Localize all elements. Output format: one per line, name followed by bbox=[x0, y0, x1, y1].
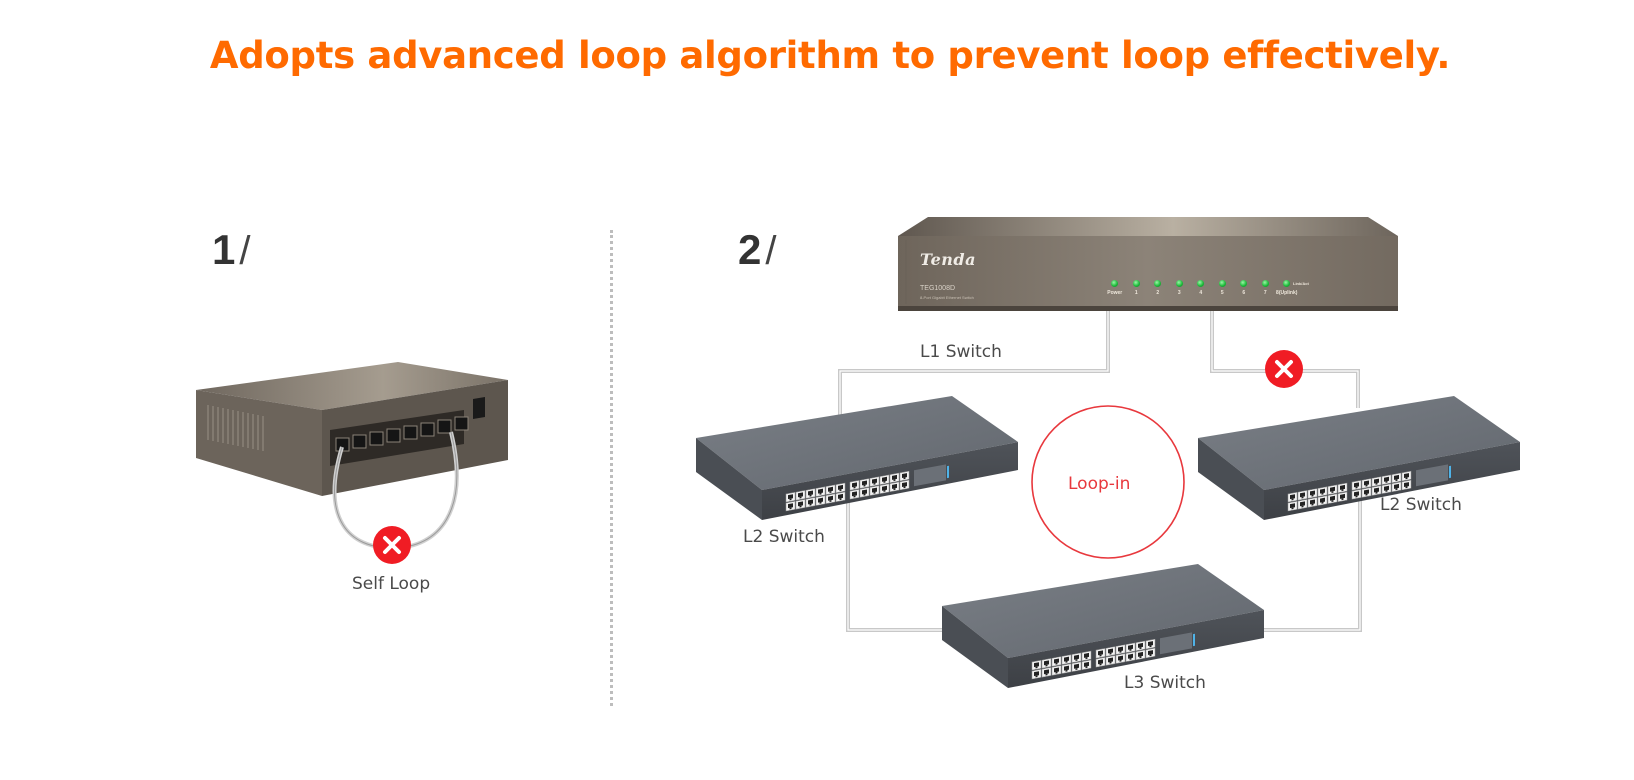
led-label: 1 bbox=[1134, 290, 1138, 296]
step-2-digit: 2 bbox=[738, 226, 762, 273]
led-label: 2 bbox=[1156, 290, 1160, 296]
led-label: 4 bbox=[1199, 290, 1203, 296]
cable-l1-to-l2-left bbox=[838, 310, 1110, 418]
l2-switch-right-label: L2 Switch bbox=[1380, 495, 1462, 515]
power-jack bbox=[473, 397, 485, 419]
tenda-led: 4 bbox=[1190, 280, 1212, 296]
led-indicator-icon bbox=[1154, 280, 1162, 287]
l1-switch-label: L1 Switch bbox=[920, 342, 1002, 362]
blocked-link-error-icon bbox=[1265, 350, 1303, 388]
led-indicator-icon bbox=[1240, 280, 1248, 287]
step-1-digit: 1 bbox=[212, 226, 236, 273]
rj45-ports bbox=[335, 416, 469, 452]
self-loop-caption: Self Loop bbox=[352, 574, 431, 594]
tenda-led: 6 bbox=[1233, 280, 1255, 296]
step-2-slash: / bbox=[765, 229, 777, 273]
led-label: 6 bbox=[1242, 290, 1246, 296]
l3-switch-label: L3 Switch bbox=[1124, 673, 1206, 693]
loop-in-circle bbox=[1031, 405, 1185, 559]
led-label: 5 bbox=[1220, 290, 1224, 296]
vent-slots bbox=[207, 405, 264, 451]
led-label: 3 bbox=[1177, 290, 1181, 296]
led-indicator-icon bbox=[1218, 280, 1226, 287]
panel-divider bbox=[610, 230, 613, 706]
led-indicator-icon bbox=[1175, 280, 1183, 287]
tenda-led-extra-label: Link/Act bbox=[1293, 281, 1309, 286]
step-1-slash: / bbox=[239, 229, 251, 273]
loop-in-label: Loop-in bbox=[1068, 474, 1131, 494]
tenda-led-row: Power 1 2 3 4 5 6 7 8(Uplink) bbox=[1104, 280, 1298, 296]
led-indicator-icon bbox=[1283, 280, 1291, 287]
step-1-number: 1/ bbox=[212, 226, 250, 274]
tenda-led: 2 bbox=[1147, 280, 1169, 296]
led-indicator-icon bbox=[1197, 280, 1205, 287]
self-loop-error-icon bbox=[373, 526, 411, 564]
small-switch bbox=[196, 362, 508, 496]
tenda-logo: Tenda bbox=[920, 250, 976, 269]
led-label: 8(Uplink) bbox=[1276, 290, 1298, 296]
led-label: 7 bbox=[1263, 290, 1267, 296]
headline: Adopts advanced loop algorithm to preven… bbox=[209, 34, 1451, 77]
tenda-led: 3 bbox=[1169, 280, 1191, 296]
l2-switch-left bbox=[696, 396, 1018, 520]
step-2-number: 2/ bbox=[738, 226, 776, 274]
tenda-model: TEG1008D bbox=[920, 285, 956, 292]
l2-switch-left-label: L2 Switch bbox=[743, 527, 825, 547]
led-indicator-icon bbox=[1111, 280, 1119, 287]
led-indicator-icon bbox=[1261, 280, 1269, 287]
l1-switch-tenda bbox=[898, 217, 1398, 311]
l3-switch bbox=[942, 564, 1264, 688]
led-label: Power bbox=[1107, 290, 1123, 296]
small-switch-top bbox=[196, 362, 508, 410]
tenda-led: 5 bbox=[1212, 280, 1234, 296]
tenda-model-subtitle: 8-Port Gigabit Ethernet Switch bbox=[920, 295, 974, 300]
tenda-led: 1 bbox=[1126, 280, 1148, 296]
tenda-led: Power bbox=[1104, 280, 1126, 296]
tenda-led: 7 bbox=[1255, 280, 1277, 296]
led-indicator-icon bbox=[1132, 280, 1140, 287]
tenda-led: 8(Uplink) bbox=[1276, 280, 1298, 296]
l2-switch-right bbox=[1198, 396, 1520, 520]
